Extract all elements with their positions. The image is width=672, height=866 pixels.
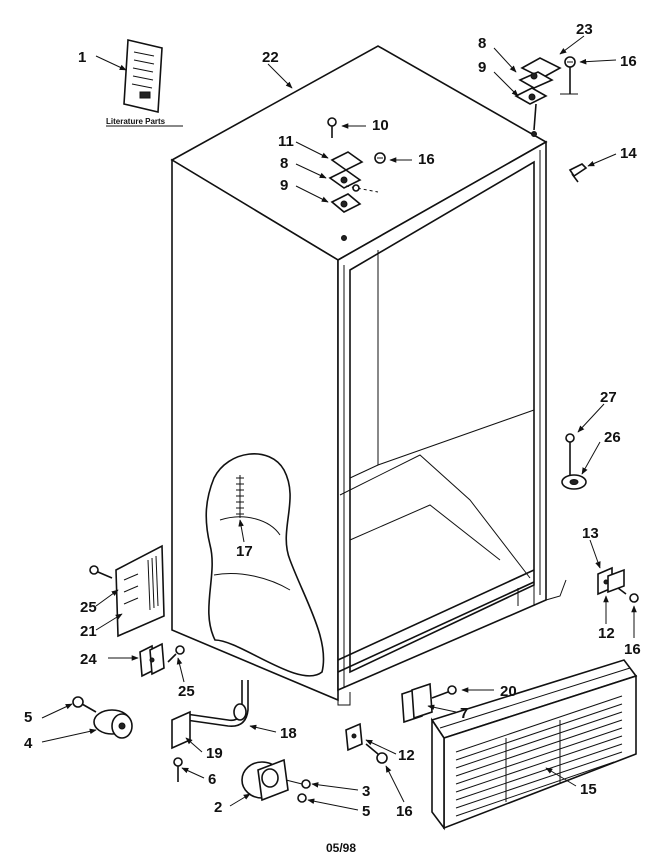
callout-16-right: 16	[624, 641, 641, 658]
bracket-24	[139, 642, 165, 678]
literature-parts: Literature Parts	[106, 39, 183, 127]
callout-13: 13	[582, 525, 599, 542]
callout-5-lower: 5	[362, 803, 370, 820]
callout-18: 18	[280, 725, 297, 742]
callout-16-lower: 16	[396, 803, 413, 820]
callout-8-top-right: 8	[478, 35, 486, 52]
callout-16-top-right: 16	[620, 53, 637, 70]
left-vent-bracket	[89, 544, 165, 638]
bracket-12-lower	[345, 722, 388, 764]
clip-19	[171, 710, 191, 782]
callout-12-right: 12	[598, 625, 615, 642]
bracket-7	[401, 682, 457, 724]
callout-1: 1	[78, 49, 86, 66]
callout-9-center: 9	[280, 177, 288, 194]
roller-2	[241, 758, 311, 803]
callout-5-left: 5	[24, 709, 32, 726]
callout-17: 17	[236, 543, 253, 560]
screw-25-lower	[167, 645, 185, 663]
grille-15	[430, 659, 638, 831]
leveler-4	[72, 696, 133, 739]
callout-14: 14	[620, 145, 637, 162]
callout-15: 15	[580, 781, 597, 798]
callout-25-upper: 25	[80, 599, 97, 616]
callout-27: 27	[600, 389, 617, 406]
part-14-pin	[568, 163, 588, 183]
callout-8-center: 8	[280, 155, 288, 172]
top-right-hinge	[514, 56, 578, 137]
callout-11: 11	[278, 133, 294, 150]
callout-2: 2	[214, 799, 222, 816]
callout-23: 23	[576, 21, 593, 38]
hinge-pin-27-26	[561, 433, 587, 490]
callout-16-center: 16	[418, 151, 435, 168]
footer-date: 05/98	[326, 841, 356, 855]
callout-19: 19	[206, 745, 223, 762]
callout-3: 3	[362, 783, 370, 800]
top-center-hinge	[327, 117, 386, 241]
callout-labels: 1 22 8 23 16 9 11 10 8 16 9 14 27 26 17 …	[24, 21, 641, 820]
callout-24: 24	[80, 651, 97, 668]
callout-26: 26	[604, 429, 621, 446]
callout-21: 21	[80, 623, 97, 640]
drain-tube-18	[185, 680, 249, 727]
literature-parts-label: Literature Parts	[106, 117, 166, 126]
callout-12-lower: 12	[398, 747, 415, 764]
leader-lines	[41, 35, 637, 811]
callout-7: 7	[460, 705, 468, 722]
grille-louvers	[455, 695, 623, 817]
callout-10: 10	[372, 117, 389, 134]
callout-22: 22	[262, 49, 279, 66]
callout-25-lower: 25	[178, 683, 195, 700]
callout-4: 4	[24, 735, 33, 752]
coil-part-17	[236, 475, 244, 518]
callout-9-top-right: 9	[478, 59, 486, 76]
side-cutaway	[205, 453, 325, 677]
bracket-13-12	[597, 566, 639, 603]
callout-6: 6	[208, 771, 216, 788]
callout-20: 20	[500, 683, 517, 700]
